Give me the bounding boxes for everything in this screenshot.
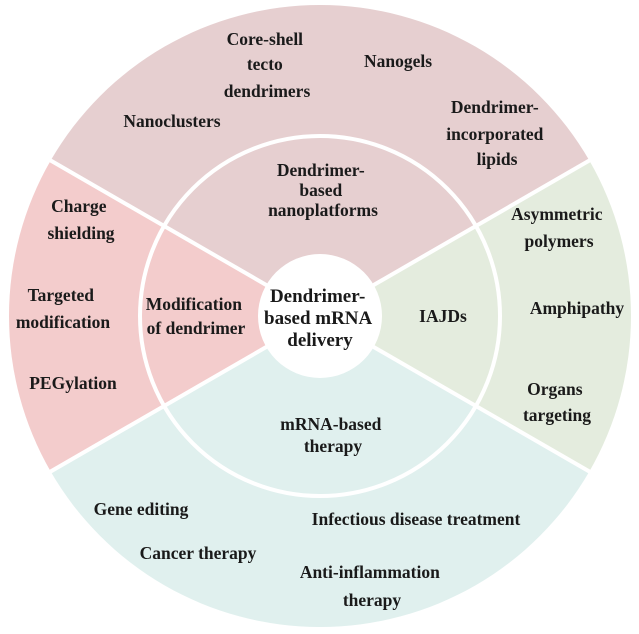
inner-label-line: Dendrimer- xyxy=(277,160,365,180)
item-line: shielding xyxy=(47,223,114,243)
item-line: Dendrimer- xyxy=(451,97,539,117)
item-charge-shielding: Charge shielding xyxy=(47,196,114,243)
item-line: Targeted xyxy=(28,285,95,305)
item-line: Nanoclusters xyxy=(123,111,220,131)
inner-label-modification: Modification of dendrimer xyxy=(146,294,247,338)
center-label-line: Dendrimer- xyxy=(270,286,365,307)
inner-label-line: mRNA-based xyxy=(280,414,381,434)
inner-label-line: Modification xyxy=(146,294,243,314)
item-line: Amphipathy xyxy=(530,298,625,318)
item-line: Charge xyxy=(51,196,107,216)
item-line: Asymmetric xyxy=(511,204,603,224)
item-anti-inflammation-therapy: Anti-inflammation therapy xyxy=(300,562,444,610)
item-line: modification xyxy=(16,312,111,332)
item-line: polymers xyxy=(524,231,593,251)
core-circle xyxy=(258,254,382,378)
inner-label-iajds: IAJDs xyxy=(419,306,467,326)
inner-label-line: IAJDs xyxy=(419,306,467,326)
inner-label-line: of dendrimer xyxy=(147,318,246,338)
inner-label-line: therapy xyxy=(304,436,363,456)
item-line: tecto xyxy=(247,54,283,74)
item-line: PEGylation xyxy=(29,373,117,393)
item-cancer-therapy: Cancer therapy xyxy=(140,543,257,563)
item-pegylation: PEGylation xyxy=(29,373,117,393)
item-line: Gene editing xyxy=(94,499,189,519)
item-nanogels: Nanogels xyxy=(364,51,432,71)
item-line: Core-shell xyxy=(227,29,304,49)
item-targeted-modification: Targeted modification xyxy=(16,285,111,332)
segment-iajds-outer xyxy=(320,160,631,472)
inner-label-therapy: mRNA-based therapy xyxy=(280,414,386,456)
item-gene-editing: Gene editing xyxy=(94,499,189,519)
item-line: therapy xyxy=(343,590,402,610)
inner-label-platforms: Dendrimer- based nanoplatforms xyxy=(268,160,378,220)
item-core-shell-tecto-dendrimers: Core-shell tecto dendrimers xyxy=(224,29,311,101)
item-organs-targeting: Organs targeting xyxy=(523,379,591,425)
segment-modification-outer xyxy=(8,160,320,472)
item-amphipathy: Amphipathy xyxy=(530,298,625,318)
item-line: targeting xyxy=(523,405,591,425)
item-line: Anti-inflammation xyxy=(300,562,440,582)
center-label: Dendrimer- based mRNA delivery xyxy=(264,286,376,351)
item-asymmetric-polymers: Asymmetric polymers xyxy=(511,204,607,251)
item-line: Organs xyxy=(527,379,583,399)
inner-label-line: based xyxy=(299,180,342,200)
inner-label-line: nanoplatforms xyxy=(268,200,378,220)
item-dendrimer-incorporated-lipids: Dendrimer- incorporated lipids xyxy=(446,97,548,169)
center-label-line: delivery xyxy=(287,330,353,351)
center-label-line: based mRNA xyxy=(264,308,372,329)
item-line: lipids xyxy=(477,149,518,169)
item-line: dendrimers xyxy=(224,81,311,101)
item-nanoclusters: Nanoclusters xyxy=(123,111,220,131)
item-infectious-disease-treatment: Infectious disease treatment xyxy=(312,509,521,529)
item-line: Infectious disease treatment xyxy=(312,509,521,529)
inner-ring-border xyxy=(138,134,502,498)
item-line: Nanogels xyxy=(364,51,432,71)
item-line: Cancer therapy xyxy=(140,543,257,563)
item-line: incorporated xyxy=(446,124,543,144)
